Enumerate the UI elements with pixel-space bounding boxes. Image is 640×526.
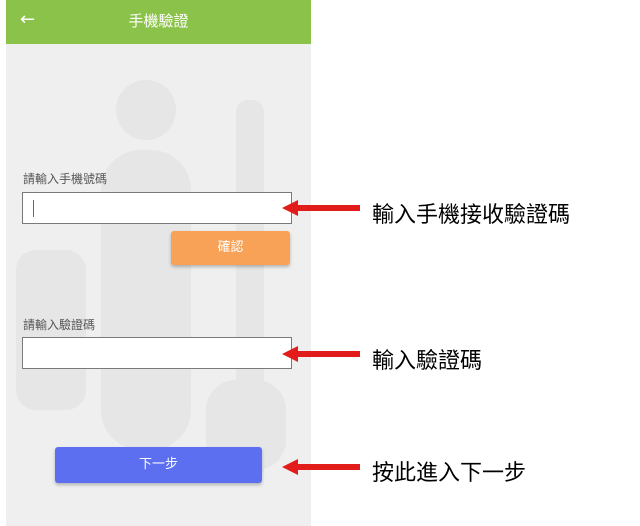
callout-next: 按此進入下一步	[372, 461, 527, 486]
next-button[interactable]: 下一步	[55, 447, 262, 483]
annotation-arrow-icon	[282, 459, 360, 475]
code-input[interactable]	[22, 337, 292, 369]
phone-screen: ← 手機驗證 請輸入手機號碼 確認 請輸入驗證碼 下一步	[6, 0, 311, 526]
annotation-arrow-icon	[282, 200, 360, 216]
text-caret	[33, 200, 34, 217]
phone-label: 請輸入手機號碼	[23, 172, 108, 186]
phone-input[interactable]	[22, 192, 292, 224]
page-title: 手機驗證	[128, 12, 189, 30]
confirm-button[interactable]: 確認	[171, 231, 290, 265]
annotation-arrow-icon	[282, 346, 360, 362]
callout-code: 輸入驗證碼	[372, 349, 483, 374]
callout-phone: 輸入手機接收驗證碼	[372, 203, 571, 228]
app-bar: ← 手機驗證	[6, 0, 311, 44]
code-label: 請輸入驗證碼	[23, 318, 96, 332]
back-arrow-icon[interactable]: ←	[20, 9, 36, 30]
